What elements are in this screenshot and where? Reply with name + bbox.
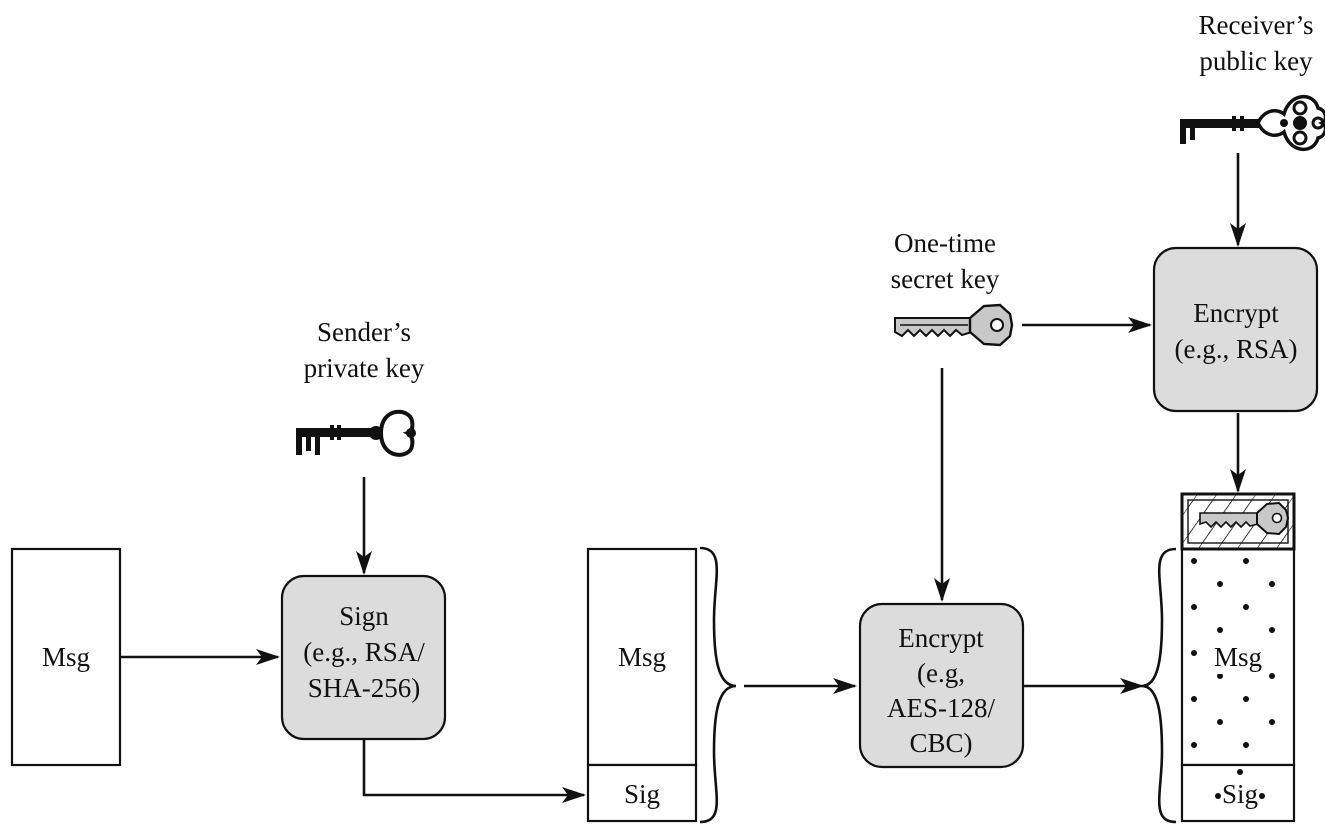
encrypt-rsa-box xyxy=(1152,246,1319,413)
msg-label: Msg xyxy=(42,642,90,672)
sig-dot xyxy=(1215,793,1221,799)
result-brace xyxy=(1141,547,1177,824)
encrypted-msg-label-bg xyxy=(1206,638,1270,674)
encrypt-aes-example-line2: AES-128/ xyxy=(887,693,995,723)
arrow-sign-to-sig xyxy=(362,740,586,803)
receiver-key-label-line1: Receiver’s xyxy=(1199,10,1314,40)
sender-key-label-line2: private key xyxy=(304,353,425,383)
sender-key-label-line1: Sender’s xyxy=(317,317,411,347)
encrypted-sig-box xyxy=(1180,763,1296,823)
sign-title: Sign xyxy=(339,601,389,631)
onetime-key-label-line1: One-time xyxy=(894,228,996,258)
sender-key: Sender’s private key xyxy=(296,317,425,457)
encrypt-rsa-process: Encrypt (e.g., RSA) xyxy=(1152,246,1319,413)
encrypted-sig-label: Sig xyxy=(1222,779,1258,809)
connectors xyxy=(121,153,1246,803)
receiver-key-label-line2: public key xyxy=(1199,46,1313,76)
sign-process: Sign (e.g., RSA/ SHA-256) xyxy=(280,574,447,741)
msg-box xyxy=(10,547,122,767)
encrypt-rsa-title: Encrypt xyxy=(1193,298,1279,328)
encrypted-msg-label: Msg xyxy=(1214,642,1262,672)
signed-message: Msg Sig xyxy=(586,546,737,824)
signed-sig-box xyxy=(586,763,698,823)
sign-example-line1: (e.g., RSA/ xyxy=(303,637,425,667)
house-key-icon xyxy=(894,303,1014,347)
signed-sig-label: Sig xyxy=(624,779,660,809)
encrypt-aes-box xyxy=(858,602,1025,769)
encrypt-aes-example-line1: (e.g, xyxy=(917,658,965,688)
encrypt-aes-process: Encrypt (e.g, AES-128/ CBC) xyxy=(858,602,1025,769)
sig-dot xyxy=(1259,793,1265,799)
encrypt-rsa-example: (e.g., RSA) xyxy=(1175,334,1298,364)
encrypted-key-box xyxy=(1180,492,1296,551)
signed-msg-label: Msg xyxy=(618,642,666,672)
encrypted-package: Msg Sig xyxy=(1141,492,1296,824)
signed-msg-box xyxy=(586,547,698,767)
encrypted-key-icon xyxy=(1199,501,1290,536)
signed-brace xyxy=(699,546,737,824)
onetime-key: One-time secret key xyxy=(891,228,1014,347)
encrypt-aes-example-line3: CBC) xyxy=(909,728,972,758)
skeleton-key-icon xyxy=(296,409,416,457)
receiver-key: Receiver’s public key xyxy=(1180,10,1325,151)
ornate-key-icon xyxy=(1180,95,1325,151)
encrypt-aes-title: Encrypt xyxy=(898,623,984,653)
sign-box xyxy=(280,574,447,741)
sig-dot xyxy=(1237,769,1243,775)
onetime-key-label-line2: secret key xyxy=(891,264,1000,294)
original-message: Msg xyxy=(10,547,122,767)
sign-example-line2: SHA-256) xyxy=(308,673,421,703)
